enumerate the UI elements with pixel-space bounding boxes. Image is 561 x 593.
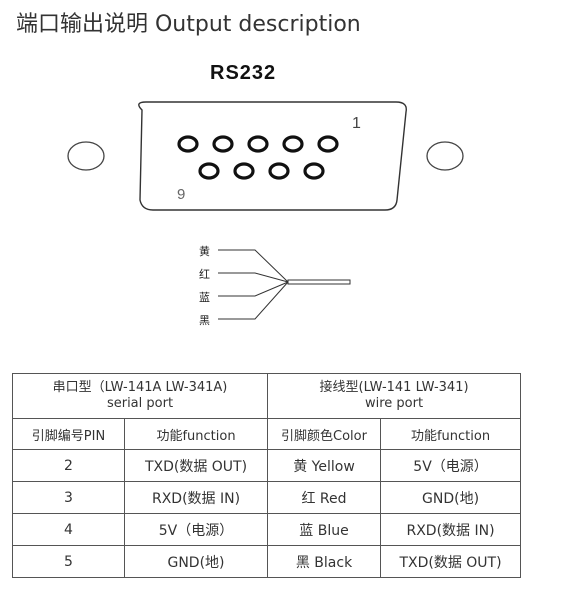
pin-row-bottom [198,162,325,180]
column-header: 引脚编号PIN [12,418,125,450]
wire-blue [218,281,289,297]
table-cell: 5V（电源） [380,449,522,482]
table-cell: 黄 Yellow [267,449,382,482]
table-row: 5 GND(地) 黑 Black TXD(数据 OUT) [12,545,522,578]
wire-red [218,272,289,283]
table-cell: TXD(数据 OUT) [123,449,269,482]
table-cell: 4 [12,513,125,546]
wire-label-blue: 蓝 [199,291,210,304]
db9-connector-diagram: 1 9 [67,101,464,211]
mounting-hole-right [426,141,464,171]
table-cell: 5 [12,545,125,578]
table-row: 4 5V（电源） 蓝 Blue RXD(数据 IN) [12,513,522,546]
cable [287,279,351,285]
table-cell: RXD(数据 IN) [123,481,269,514]
serial-port-header: 串口型（LW-141A LW-341A) serial port [11,373,269,419]
connector-label: RS232 [210,62,277,84]
table-cell: RXD(数据 IN) [380,513,522,546]
wire-black [218,281,289,320]
table-cell: 黑 Black [267,545,382,578]
pin-row-top [177,135,339,153]
pin-9-label: 9 [177,186,185,203]
wire-label-black: 黑 [199,314,210,327]
table-cell: GND(地) [123,545,269,578]
table-cell: 3 [12,481,125,514]
table-cell: TXD(数据 OUT) [380,545,522,578]
table-cell: 5V（电源） [123,513,269,546]
connector-shell [138,101,407,211]
column-header: 功能function [380,418,522,450]
table-cell: 蓝 Blue [267,513,382,546]
pin-1-label: 1 [352,115,361,132]
pin-table: 串口型（LW-141A LW-341A) serial port 接线型(LW-… [11,373,522,578]
table-cell: GND(地) [380,481,522,514]
table-cell: 红 Red [267,481,382,514]
wire-bundle-diagram [218,249,351,320]
column-header: 引脚颜色Color [267,418,382,450]
wire-label-yellow: 黄 [199,245,210,258]
wire-port-header: 接线型(LW-141 LW-341) wire port [267,373,522,419]
table-group-header-row: 串口型（LW-141A LW-341A) serial port 接线型(LW-… [11,373,522,419]
wire-label-red: 红 [199,268,210,281]
table-row: 3 RXD(数据 IN) 红 Red GND(地) [12,481,522,514]
wire-yellow [218,249,289,283]
table-column-header-row: 引脚编号PIN 功能function 引脚颜色Color 功能function [12,418,522,450]
table-row: 2 TXD(数据 OUT) 黄 Yellow 5V（电源） [12,449,522,482]
mounting-hole-left [67,141,105,171]
column-header: 功能function [123,418,269,450]
table-cell: 2 [12,449,125,482]
page-title: 端口输出说明 Output description [16,12,361,37]
